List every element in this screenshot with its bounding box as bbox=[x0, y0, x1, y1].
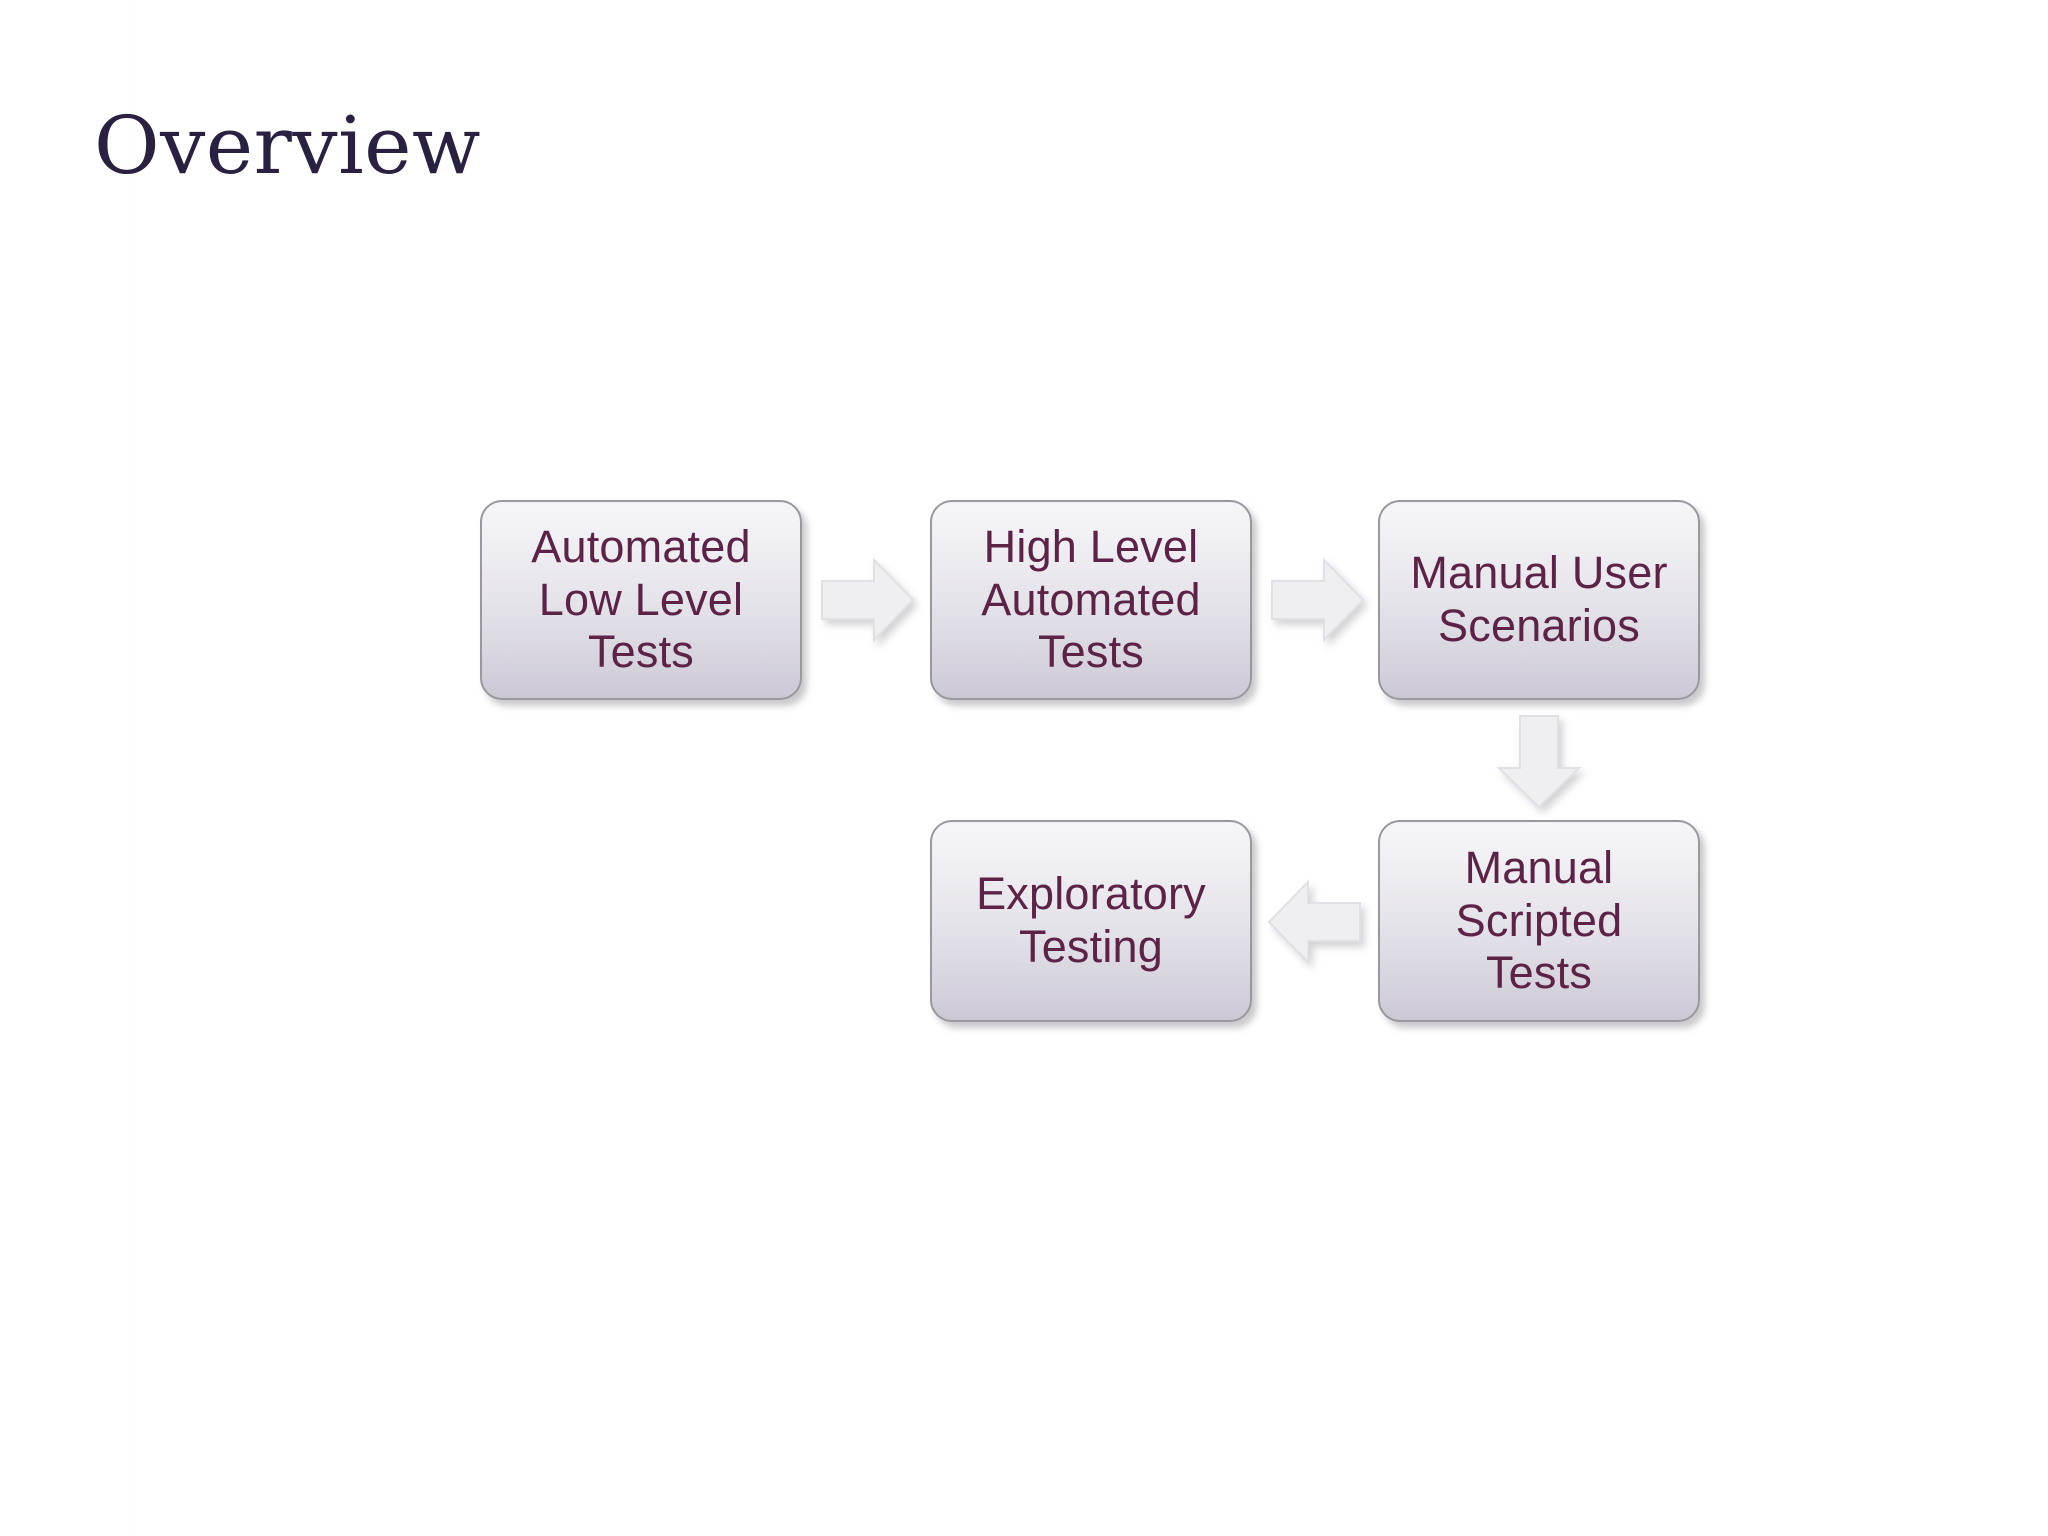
flow-box-label: Manual Scripted Tests bbox=[1455, 842, 1623, 999]
flow-box-label: High Level Automated Tests bbox=[981, 521, 1201, 678]
flow-box-label: Automated Low Level Tests bbox=[531, 521, 751, 678]
flow-box-automated-low-level-tests[interactable]: Automated Low Level Tests bbox=[480, 500, 802, 700]
flow-box-label: Exploratory Testing bbox=[976, 868, 1206, 972]
arrow-down-icon bbox=[1496, 715, 1582, 809]
arrow-right-icon bbox=[821, 557, 915, 643]
arrow-left-icon bbox=[1267, 879, 1361, 965]
flow-box-exploratory-testing[interactable]: Exploratory Testing bbox=[930, 820, 1252, 1022]
arrow-right-icon bbox=[1271, 557, 1365, 643]
flow-box-manual-user-scenarios[interactable]: Manual User Scenarios bbox=[1378, 500, 1700, 700]
flow-box-manual-scripted-tests[interactable]: Manual Scripted Tests bbox=[1378, 820, 1700, 1022]
flow-box-high-level-automated-tests[interactable]: High Level Automated Tests bbox=[930, 500, 1252, 700]
flow-box-label: Manual User Scenarios bbox=[1410, 547, 1668, 651]
page-title: Overview bbox=[94, 99, 481, 192]
left-margin-band bbox=[0, 0, 129, 1536]
